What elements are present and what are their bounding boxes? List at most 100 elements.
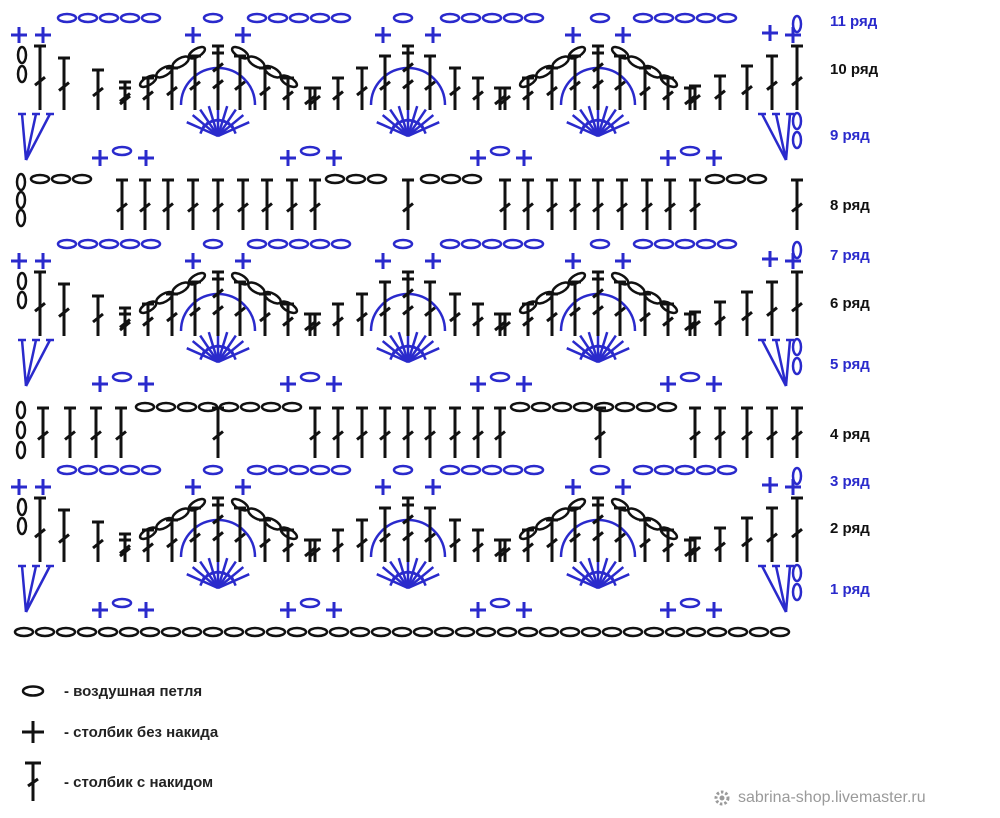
double-crochet xyxy=(499,538,511,562)
row-label-3: 3 ряд xyxy=(830,473,870,490)
double-crochet xyxy=(616,178,628,230)
shell-stitch xyxy=(407,347,440,364)
chain-stitch xyxy=(267,238,289,250)
chain-stitch xyxy=(56,238,78,250)
row-label-10: 10 ряд xyxy=(830,61,879,78)
chain-stitch xyxy=(307,626,329,638)
double-crochet xyxy=(92,294,104,336)
shell-stitch xyxy=(597,121,630,138)
chain-stitch xyxy=(679,371,701,383)
chain-stitch xyxy=(791,14,803,34)
double-crochet xyxy=(714,300,726,336)
double-crochet xyxy=(424,506,436,562)
chain-stitch xyxy=(223,626,245,638)
chain-stitch xyxy=(627,507,646,522)
chain-stitch xyxy=(685,626,707,638)
double-crochet xyxy=(424,280,436,336)
chain-stitch xyxy=(202,238,224,250)
legend-double-crochet-label: - столбик с накидом xyxy=(64,773,214,791)
chain-stitch xyxy=(134,401,156,413)
chain-stitch xyxy=(580,626,602,638)
chain-stitch xyxy=(538,626,560,638)
legend-chain: - воздушная петля xyxy=(18,676,202,706)
double-crochet xyxy=(569,280,581,336)
chain-stitch xyxy=(279,526,299,541)
chain-stitch xyxy=(509,401,531,413)
single-crochet xyxy=(762,477,778,493)
double-crochet xyxy=(766,506,778,562)
double-crochet xyxy=(614,506,626,562)
chain-stitch xyxy=(77,238,99,250)
chain-stitch xyxy=(392,464,414,476)
double-crochet xyxy=(119,532,131,562)
double-crochet xyxy=(34,270,46,336)
chain-stitch xyxy=(111,597,133,609)
row-label-8: 8 ряд xyxy=(830,197,870,214)
shell-stitch xyxy=(217,573,250,590)
chain-stitch xyxy=(218,401,240,413)
double-crochet xyxy=(546,178,558,230)
chain-stitch xyxy=(247,281,266,296)
double-crochet xyxy=(187,178,199,230)
chain-stitch xyxy=(309,12,331,24)
chain-stitch xyxy=(202,626,224,638)
chain-stitch xyxy=(15,440,27,460)
chain-stitch xyxy=(551,507,570,522)
double-crochet xyxy=(592,496,604,537)
row-label-9: 9 ряд xyxy=(830,127,870,144)
chain-stitch xyxy=(610,45,630,60)
chain-stitch xyxy=(16,64,28,84)
double-crochet xyxy=(92,68,104,110)
chain-stitch xyxy=(140,464,162,476)
row-label-4: 4 ряд xyxy=(830,426,870,443)
double-crochet xyxy=(212,270,224,311)
chain-stitch xyxy=(653,238,675,250)
single-crochet xyxy=(35,253,51,269)
double-crochet xyxy=(356,292,368,336)
chain-stitch xyxy=(288,464,310,476)
chain-stitch xyxy=(230,45,250,60)
double-crochet xyxy=(449,66,461,110)
double-crochet xyxy=(522,178,534,230)
double-crochet xyxy=(309,178,321,230)
chain-stitch xyxy=(267,12,289,24)
chain-stitch xyxy=(439,238,461,250)
chain-stitch xyxy=(716,464,738,476)
double-crochet xyxy=(304,538,316,562)
double-crochet xyxy=(332,528,344,562)
double-crochet xyxy=(664,178,676,230)
chain-stitch xyxy=(704,173,726,185)
chain-stitch xyxy=(246,464,268,476)
chain-stitch xyxy=(330,12,352,24)
chain-stitch xyxy=(725,173,747,185)
legend-chain-label: - воздушная петля xyxy=(64,682,203,700)
chain-stitch xyxy=(664,626,686,638)
single-crochet xyxy=(280,150,296,166)
chain-stitch xyxy=(77,464,99,476)
chain-stitch xyxy=(71,173,93,185)
double-crochet xyxy=(402,178,414,230)
shell-stitch xyxy=(24,338,40,387)
single-crochet xyxy=(660,602,676,618)
shell-stitch xyxy=(772,338,788,387)
double-crochet xyxy=(499,86,511,110)
chain-stitch xyxy=(247,507,266,522)
chain-stitch xyxy=(98,464,120,476)
chain-stitch xyxy=(197,401,219,413)
double-crochet xyxy=(494,406,506,458)
double-crochet xyxy=(592,178,604,230)
chain-stitch xyxy=(55,626,77,638)
double-crochet xyxy=(472,302,484,336)
chain-stitch xyxy=(260,401,282,413)
single-crochet xyxy=(11,479,27,495)
chain-stitch xyxy=(632,464,654,476)
single-crochet xyxy=(706,376,722,392)
gear-icon xyxy=(714,790,730,806)
double-crochet xyxy=(689,310,701,336)
chain-stitch xyxy=(632,238,654,250)
chain-stitch xyxy=(155,401,177,413)
chain-stitch xyxy=(679,597,701,609)
watermark: sabrina-shop.livemaster.ru xyxy=(712,788,926,808)
double-crochet xyxy=(689,178,701,230)
chain-stitch xyxy=(502,12,524,24)
